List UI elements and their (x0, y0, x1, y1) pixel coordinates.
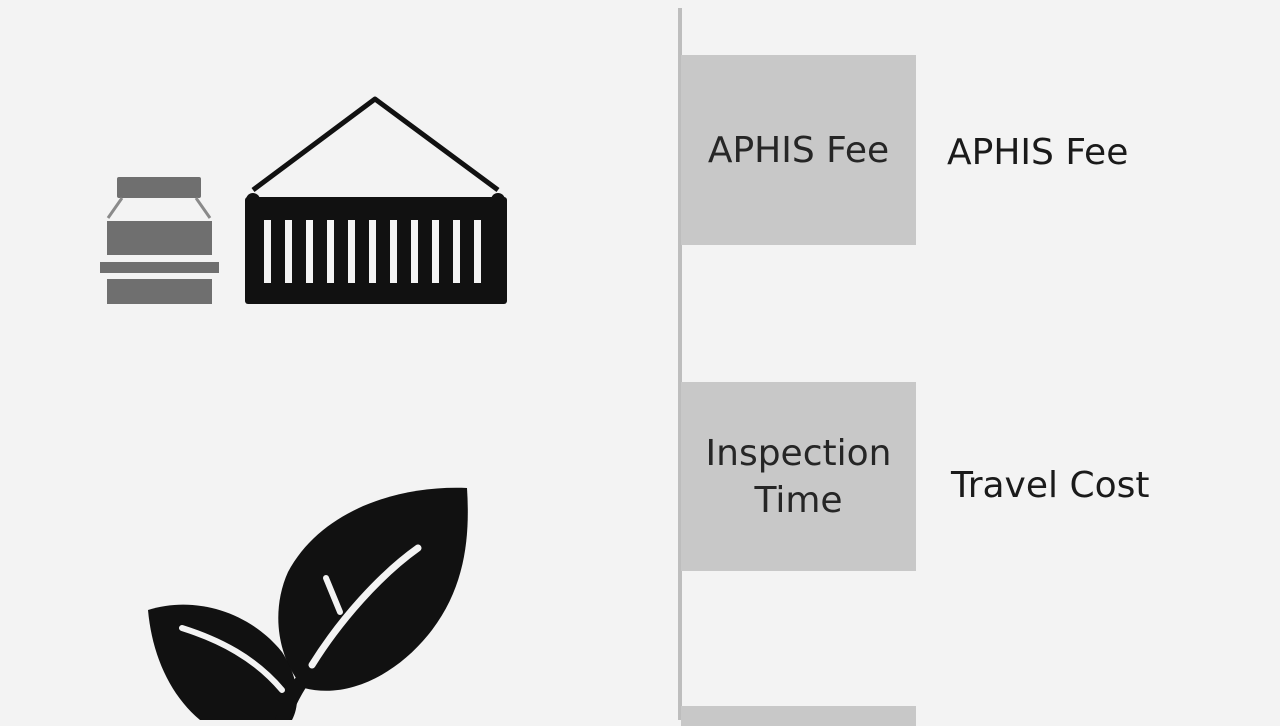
step-box-2: Inspection Time (681, 382, 916, 571)
step-box-1: APHIS Fee (681, 55, 916, 245)
plant-sprout-icon (148, 487, 468, 720)
step-side-label: Travel Cost (951, 465, 1150, 506)
timeline-divider (678, 8, 682, 720)
shipping-container-icon (245, 96, 507, 304)
jar-icon (100, 177, 219, 304)
step-box-label: Inspection Time (705, 432, 892, 521)
step-side-label: APHIS Fee (947, 132, 1129, 173)
illustration (100, 96, 507, 720)
step-box-label: APHIS Fee (707, 129, 890, 171)
step-box-3 (681, 706, 916, 726)
